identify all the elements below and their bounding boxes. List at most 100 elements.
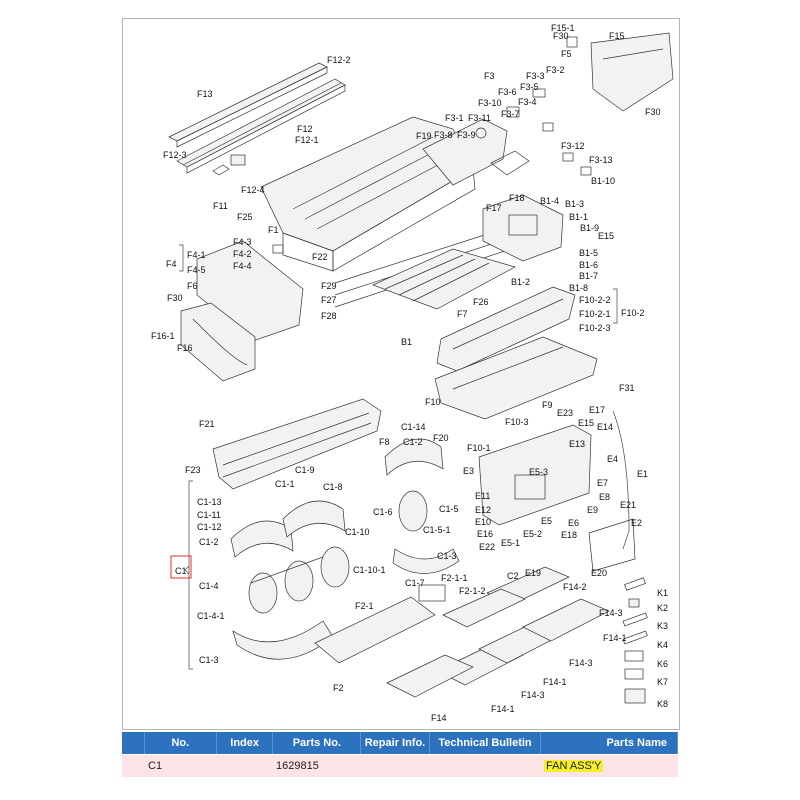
part-label-b1-6[interactable]: B1-6 <box>579 260 598 270</box>
part-label-f3-7[interactable]: F3-7 <box>501 109 520 119</box>
part-label-c1-5[interactable]: C1-5 <box>439 504 459 514</box>
part-label-e8[interactable]: E8 <box>599 492 610 502</box>
part-label-f10-1[interactable]: F10-1 <box>467 443 491 453</box>
part-label-e18[interactable]: E18 <box>561 530 577 540</box>
part-label-f3-9[interactable]: F3-9 <box>457 130 476 140</box>
part-label-f16-1[interactable]: F16-1 <box>151 331 175 341</box>
part-label-f2[interactable]: F2 <box>333 683 344 693</box>
part-label-f14-1c[interactable]: F14-1 <box>491 704 515 714</box>
part-label-k3[interactable]: K3 <box>657 621 668 631</box>
part-label-c1-6[interactable]: C1-6 <box>373 507 393 517</box>
part-label-f29[interactable]: F29 <box>321 281 337 291</box>
part-label-e9[interactable]: E9 <box>587 505 598 515</box>
part-label-b1-1[interactable]: B1-1 <box>569 212 588 222</box>
part-label-e14[interactable]: E14 <box>597 422 613 432</box>
part-label-f3-3[interactable]: F3-3 <box>526 71 545 81</box>
part-label-e21[interactable]: E21 <box>620 500 636 510</box>
part-label-k7[interactable]: K7 <box>657 677 668 687</box>
part-label-f14-1a[interactable]: F14-1 <box>603 633 627 643</box>
part-label-e5-3[interactable]: E5-3 <box>529 467 548 477</box>
part-label-e2[interactable]: E2 <box>631 518 642 528</box>
part-label-e17[interactable]: E17 <box>589 405 605 415</box>
part-label-k6[interactable]: K6 <box>657 659 668 669</box>
part-label-f19[interactable]: F19 <box>416 131 432 141</box>
part-label-f9[interactable]: F9 <box>542 400 553 410</box>
part-label-f12-4[interactable]: F12-4 <box>241 185 265 195</box>
part-label-f15[interactable]: F15 <box>609 31 625 41</box>
part-label-b1-8[interactable]: B1-8 <box>569 283 588 293</box>
part-label-f27[interactable]: F27 <box>321 295 337 305</box>
header-index[interactable]: Index <box>217 732 274 754</box>
part-label-f10-2-2[interactable]: F10-2-2 <box>579 295 611 305</box>
part-label-f13[interactable]: F13 <box>197 89 213 99</box>
part-label-c1-5-1[interactable]: C1-5-1 <box>423 525 451 535</box>
part-label-f30c[interactable]: F30 <box>167 293 183 303</box>
part-label-f14-2[interactable]: F14-2 <box>563 582 587 592</box>
table-row[interactable]: C1 1629815 FAN ASS'Y <box>122 755 678 777</box>
part-label-b1-10[interactable]: B1-10 <box>591 176 615 186</box>
part-label-f28[interactable]: F28 <box>321 311 337 321</box>
part-label-f10-2-1[interactable]: F10-2-1 <box>579 309 611 319</box>
part-label-f31[interactable]: F31 <box>619 383 635 393</box>
part-label-c1[interactable]: C1 <box>175 566 187 576</box>
part-label-k1[interactable]: K1 <box>657 588 668 598</box>
part-label-e10[interactable]: E10 <box>475 517 491 527</box>
part-label-f2-1-1[interactable]: F2-1-1 <box>441 573 468 583</box>
part-label-k2[interactable]: K2 <box>657 603 668 613</box>
part-label-e5-2[interactable]: E5-2 <box>523 529 542 539</box>
part-label-e16[interactable]: E16 <box>477 529 493 539</box>
selected-part-marker[interactable] <box>170 555 192 579</box>
part-label-f3-5[interactable]: F3-5 <box>520 82 539 92</box>
part-label-e5[interactable]: E5 <box>541 516 552 526</box>
part-label-e23[interactable]: E23 <box>557 408 573 418</box>
part-label-f7[interactable]: F7 <box>457 309 468 319</box>
part-label-f6[interactable]: F6 <box>187 281 198 291</box>
part-label-b1-7[interactable]: B1-7 <box>579 271 598 281</box>
part-label-c1-1[interactable]: C1-1 <box>275 479 295 489</box>
part-label-c1-3b[interactable]: C1-3 <box>199 655 219 665</box>
part-label-b1-4[interactable]: B1-4 <box>540 196 559 206</box>
part-label-f8[interactable]: F8 <box>379 437 390 447</box>
part-label-f14[interactable]: F14 <box>431 713 447 723</box>
part-label-c1-9[interactable]: C1-9 <box>295 465 315 475</box>
header-technical-bulletin[interactable]: Technical Bulletin <box>430 732 542 754</box>
part-label-f3-12[interactable]: F3-12 <box>561 141 585 151</box>
part-label-e6[interactable]: E6 <box>568 518 579 528</box>
part-label-f3-10[interactable]: F3-10 <box>478 98 502 108</box>
part-label-k8[interactable]: K8 <box>657 699 668 709</box>
part-label-c1-12[interactable]: C1-12 <box>197 522 222 532</box>
part-label-e20[interactable]: E20 <box>591 568 607 578</box>
part-label-f4-3[interactable]: F4-3 <box>233 237 252 247</box>
part-label-b1-9[interactable]: B1-9 <box>580 223 599 233</box>
header-parts-name[interactable]: Parts Name <box>541 732 678 754</box>
part-label-c1-2b[interactable]: C1-2 <box>199 537 219 547</box>
part-label-b1-5[interactable]: B1-5 <box>579 248 598 258</box>
part-label-f4-2[interactable]: F4-2 <box>233 249 252 259</box>
part-label-e3[interactable]: E3 <box>463 466 474 476</box>
part-label-c1-2a[interactable]: C1-2 <box>403 437 423 447</box>
part-label-e11[interactable]: E11 <box>475 491 490 501</box>
part-label-c1-10[interactable]: C1-10 <box>345 527 370 537</box>
part-label-f3-2[interactable]: F3-2 <box>546 65 565 75</box>
part-label-f16[interactable]: F16 <box>177 343 193 353</box>
part-label-f3-8[interactable]: F3-8 <box>434 130 453 140</box>
part-label-f3-13[interactable]: F3-13 <box>589 155 613 165</box>
part-label-b1[interactable]: B1 <box>401 337 412 347</box>
part-label-k4[interactable]: K4 <box>657 640 668 650</box>
part-label-f5[interactable]: F5 <box>561 49 572 59</box>
part-label-e5-1[interactable]: E5-1 <box>501 538 520 548</box>
part-label-c1-8[interactable]: C1-8 <box>323 482 343 492</box>
part-label-b1-2[interactable]: B1-2 <box>511 277 530 287</box>
header-repair-info[interactable]: Repair Info. <box>361 732 430 754</box>
part-label-f12[interactable]: F12 <box>297 124 313 134</box>
part-label-f10-3[interactable]: F10-3 <box>505 417 529 427</box>
part-label-e22[interactable]: E22 <box>479 542 495 552</box>
part-label-e4[interactable]: E4 <box>607 454 618 464</box>
part-label-c1-10-1[interactable]: C1-10-1 <box>353 565 386 575</box>
part-label-f3-11[interactable]: F3-11 <box>468 113 491 123</box>
part-label-f2-1-2[interactable]: F2-1-2 <box>459 586 486 596</box>
part-label-f26[interactable]: F26 <box>473 297 489 307</box>
part-label-f14-3c[interactable]: F14-3 <box>521 690 545 700</box>
part-label-b1-3[interactable]: B1-3 <box>565 199 584 209</box>
part-label-c1-14[interactable]: C1-14 <box>401 422 426 432</box>
